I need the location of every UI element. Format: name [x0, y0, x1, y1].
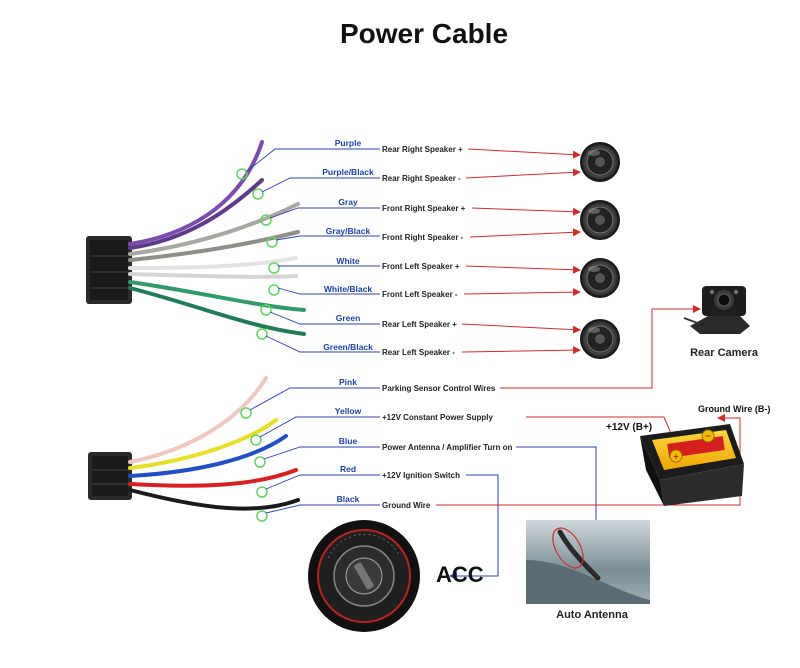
wire-function-label: Parking Sensor Control Wires	[382, 384, 496, 393]
wire-color-label: Purple/Black	[322, 167, 374, 177]
wire-color-label: White	[336, 256, 359, 266]
wire-function-label: Rear Left Speaker +	[382, 320, 457, 329]
wire-function-label: Front Right Speaker -	[382, 233, 464, 242]
rear-camera-label: Rear Camera	[690, 347, 759, 359]
wire-function-label: Rear Left Speaker -	[382, 348, 455, 357]
wire-color-label: Black	[337, 494, 360, 504]
svg-text:−: −	[705, 432, 711, 443]
wire-function-label: +12V Constant Power Supply	[382, 413, 493, 422]
power-connector	[88, 452, 132, 500]
wire-color-label: Purple	[335, 138, 362, 148]
wire-function-label: Rear Right Speaker +	[382, 145, 463, 154]
rear-camera-icon	[683, 286, 750, 334]
wire-color-label: Blue	[339, 436, 358, 446]
speaker-icon	[580, 319, 620, 359]
wire-color-label: Gray/Black	[326, 226, 371, 236]
pink-to-camera-line	[500, 305, 701, 389]
speaker-function-labels: Rear Right Speaker + Rear Right Speaker …	[382, 145, 466, 357]
blue-to-antenna-line	[516, 446, 600, 557]
speaker-color-labels: Purple Purple/Black Gray Gray/Black Whit…	[322, 138, 374, 352]
wire-color-label: Gray	[338, 197, 358, 207]
auto-antenna-image	[526, 520, 650, 604]
wire-color-label: White/Black	[324, 284, 372, 294]
speaker-connector	[86, 236, 132, 304]
wire-function-label: +12V Ignition Switch	[382, 471, 460, 480]
red-to-acc-line	[449, 474, 499, 580]
speaker-icon	[580, 200, 620, 240]
wire-color-label: Red	[340, 464, 356, 474]
power-wire-markers	[240, 407, 268, 522]
ignition-switch-icon	[308, 520, 420, 632]
wire-function-label: Power Antenna / Amplifier Turn on	[382, 443, 512, 452]
power-leader-lines	[249, 387, 380, 514]
power-wire-bundle	[128, 376, 300, 511]
battery-plus-label: +12V (B+)	[606, 422, 652, 433]
wire-color-label: Yellow	[335, 406, 362, 416]
wire-color-label: Pink	[339, 377, 357, 387]
acc-label: ACC	[436, 562, 484, 587]
svg-text:+: +	[673, 452, 678, 462]
speaker-icon	[580, 258, 620, 298]
wire-color-label: Green/Black	[323, 342, 373, 352]
battery-icon: + −	[640, 424, 744, 506]
wire-color-label: Green	[336, 313, 361, 323]
speaker-arrows	[461, 148, 581, 355]
wire-function-label: Front Left Speaker +	[382, 262, 460, 271]
power-function-labels: Parking Sensor Control Wires +12V Consta…	[382, 384, 512, 510]
power-color-labels: Pink Yellow Blue Red Black	[335, 377, 362, 504]
speaker-leader-lines	[245, 148, 380, 353]
wire-function-label: Rear Right Speaker -	[382, 174, 461, 183]
speaker-icon	[580, 142, 620, 182]
page-title: Power Cable	[339, 18, 509, 49]
ground-wire-label: Ground Wire (B-)	[698, 404, 770, 414]
speaker-wire-bundle	[128, 140, 306, 336]
wire-function-label: Ground Wire	[382, 501, 431, 510]
wire-function-label: Front Right Speaker +	[382, 204, 466, 213]
speaker-wire-markers	[236, 168, 280, 340]
auto-antenna-label: Auto Antenna	[556, 609, 629, 621]
wire-function-label: Front Left Speaker -	[382, 290, 458, 299]
